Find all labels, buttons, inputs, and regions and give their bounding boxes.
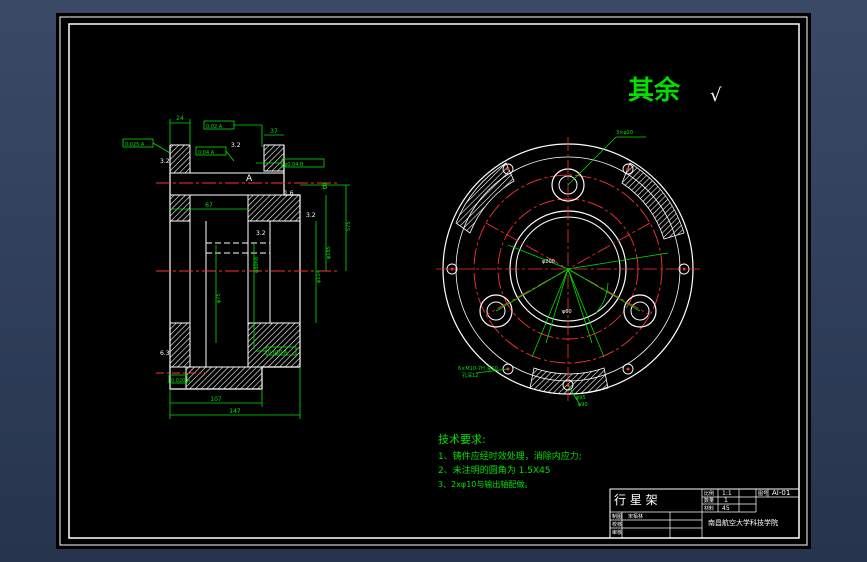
row-jiaohe: 校核	[612, 521, 622, 528]
tol-bottom: 0.020 A	[268, 350, 288, 356]
roughness-label: 其余	[628, 75, 681, 106]
tech-item-3: 3、2xφ10与输出轴配做。	[438, 479, 532, 489]
section-outline	[169, 145, 301, 390]
rough-32b: 3.2	[231, 142, 241, 149]
datum-b: B	[322, 182, 328, 191]
section-dims	[122, 119, 350, 419]
tol-mid: 0.04 A	[198, 150, 215, 156]
planet-hole-right-inner	[630, 301, 650, 321]
tol-left: 0.025 A	[125, 142, 145, 148]
drawing-number: AI-01	[772, 489, 790, 497]
hatch-upper-left	[169, 194, 191, 222]
dim-phi90: φ90	[578, 402, 588, 408]
dim-phi80: φ80h8	[254, 257, 260, 273]
hatch-bottom	[185, 366, 263, 390]
hatch-lower-right	[247, 322, 301, 368]
tol-top: 0.02 A	[206, 124, 223, 130]
rough-63: 6.3	[160, 350, 170, 357]
designer-name: 宋栢林	[628, 513, 643, 520]
tech-item-2: 2、未注明的圆角为 1.5X45	[438, 464, 551, 476]
drawing-sheet: 其余 √	[56, 13, 811, 549]
dim-37: 37	[270, 128, 278, 135]
row-cailiao: 材料	[704, 505, 714, 512]
rough-32c: 3.2	[306, 212, 316, 219]
section-view[interactable]: 24 37 67 107 147 0.025 A 0.02 A 0.04 A φ…	[122, 115, 352, 419]
roughness-symbol: √	[710, 85, 722, 106]
dim-phi95: φ95	[576, 395, 586, 401]
tol-right: φ0.04 B	[284, 162, 304, 168]
organization: 南昌航空大学科技学院	[708, 518, 778, 527]
dim-holes-bottom: 6×M10-7H 深10	[458, 365, 498, 372]
dim-phi75: φ75	[216, 293, 222, 303]
hatch-seg-left	[455, 162, 515, 234]
row-zhitu: 制图	[612, 513, 622, 520]
tech-item-1: 1、铸件应经时效处理，消除内应力;	[438, 450, 582, 462]
outer-frame	[59, 16, 808, 546]
planet-hole-left-inner	[486, 301, 506, 321]
dim-holes-top: 3×φ20	[616, 130, 633, 136]
dim-107: 107	[210, 396, 222, 403]
hatch-upper-right	[247, 194, 301, 222]
dim-67: 67	[205, 202, 213, 209]
dim-24: 24	[176, 115, 184, 122]
planet-hole-left[interactable]	[479, 294, 513, 328]
tech-requirements: 技术要求: 1、铸件应经时效处理，消除内应力; 2、未注明的圆角为 1.5X45…	[438, 433, 582, 489]
row-bili: 比例	[704, 490, 714, 497]
title-block[interactable]: 行 星 架 比例 1:1 数量 1 材料 45 图号 AI-01 制图 宋栢林 …	[609, 488, 800, 539]
hatch-seg-right	[621, 162, 685, 240]
dim-phi185: φ185	[326, 246, 332, 259]
row-shuliang: 数量	[704, 497, 714, 504]
hatch-lower-left	[169, 322, 191, 368]
scale-value: 1:1	[722, 490, 732, 497]
material-value: 45	[722, 505, 730, 512]
quantity-value: 1	[724, 497, 728, 504]
inner-frame	[68, 23, 800, 539]
part-name: 行 星 架	[614, 493, 658, 507]
hatch-top-right	[263, 144, 285, 172]
rough-16: 1.6	[284, 190, 294, 197]
plan-view[interactable]: 3×φ20 6×M10-7H 深10 孔深12 φ95 φ90 φ200 φ60	[436, 130, 700, 408]
row-tuhao: 图号	[758, 491, 768, 497]
hatch-top-left	[169, 144, 191, 174]
tol-hole: 0.020 A	[171, 378, 191, 384]
row-shenhe: 审核	[612, 529, 622, 536]
rough-32d: 3.2	[256, 230, 266, 237]
tech-title: 技术要求:	[438, 433, 486, 446]
plan-dims	[475, 136, 669, 406]
dim-phi60: φ60	[562, 309, 572, 315]
planet-hole-right[interactable]	[623, 294, 657, 328]
dim-side: 575	[346, 221, 352, 231]
dim-147: 147	[229, 408, 241, 415]
dim-phi200: φ200	[542, 259, 555, 265]
rough-32a: 3.2	[160, 158, 170, 165]
datum-a: A	[246, 174, 253, 184]
dim-holes-bottom-2: 孔深12	[462, 372, 478, 379]
hatch-seg-bottom	[529, 367, 609, 395]
drawing-canvas[interactable]: 其余 √	[56, 13, 811, 549]
dim-phi114: φ114	[316, 270, 322, 283]
